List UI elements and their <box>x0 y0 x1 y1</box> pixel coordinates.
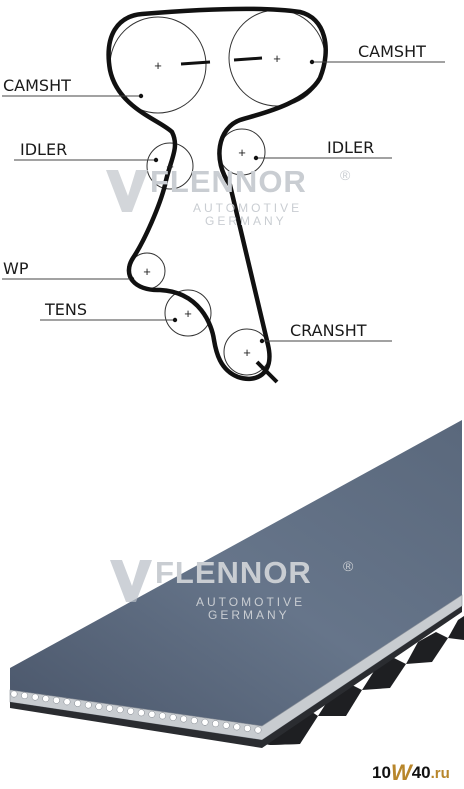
belt-cord-dot <box>180 715 188 723</box>
belt-cord-dot <box>222 721 230 729</box>
camshaft-right-timing-mark <box>233 56 263 62</box>
leader-dot-crankshaft <box>259 338 265 344</box>
label-crankshaft: CRANSHT <box>290 321 367 340</box>
watermark-bottom-logo-icon <box>110 560 152 602</box>
watermark-bottom-line1: AUTOMOTIVE <box>196 595 305 609</box>
watermark-bottom-line2: GERMANY <box>208 608 290 622</box>
idler-left-center-marker: + <box>166 159 174 174</box>
watermark-top-line1: AUTOMOTIVE <box>193 201 302 215</box>
watermark-bottom-registered: ® <box>343 558 354 574</box>
watermark-bottom-brand: FLENNOR <box>155 555 312 590</box>
timing-belt-path <box>106 6 328 382</box>
belt-cord-dot <box>212 720 220 728</box>
watermark-bottom: FLENNOR ® AUTOMOTIVE GERMANY <box>110 555 354 622</box>
belt-cord-dot <box>52 696 60 704</box>
belt-cord-dot <box>84 701 92 709</box>
label-camshaft-right: CAMSHT <box>358 42 426 61</box>
site-logo-badge: 10 W 40 .ru <box>370 760 452 785</box>
watermark-top-line2: GERMANY <box>205 214 287 228</box>
belt-cords <box>10 690 262 734</box>
belt-cord-dot <box>116 706 124 714</box>
site-logo-part-d: .ru <box>430 764 450 782</box>
belt-cord-dot <box>10 690 18 698</box>
leader-dot-idler-right <box>253 155 259 161</box>
belt-cord-dot <box>74 699 82 707</box>
label-water-pump: WP <box>3 259 29 278</box>
tensioner-center-marker: + <box>184 306 192 321</box>
leader-dot-camshaft-right <box>309 59 315 65</box>
watermark-top-logo-icon <box>106 170 148 212</box>
belt-cord-dot <box>233 723 241 731</box>
belt-cord-dot <box>137 709 145 717</box>
camshaft-right-center-marker: + <box>273 51 281 66</box>
timing-belt-illustration <box>9 420 464 748</box>
label-idler-left: IDLER <box>20 140 67 159</box>
belt-top-surface <box>10 420 462 726</box>
tensioner-pulley <box>164 289 212 337</box>
belt-cord-dot <box>63 698 71 706</box>
site-logo-part-b: W <box>390 760 412 785</box>
idler-left-pulley <box>146 142 194 190</box>
water-pump-center-marker: + <box>143 264 151 279</box>
crankshaft-timing-mark <box>255 360 279 384</box>
belt-cord-dot <box>31 693 39 701</box>
watermark-top-brand: FLENNOR <box>150 164 307 199</box>
belt-cord-dot <box>190 717 198 725</box>
camshaft-left-timing-mark <box>180 60 211 66</box>
belt-cord-dot <box>106 704 113 712</box>
label-idler-right: IDLER <box>327 138 374 157</box>
belt-cord-dot <box>254 726 262 734</box>
label-tensioner: TENS <box>44 300 87 319</box>
belt-cord-dot <box>42 695 50 703</box>
leader-dot-tensioner <box>172 317 178 323</box>
site-logo-part-c: 40 <box>411 763 431 782</box>
label-camshaft-left: CAMSHT <box>3 76 71 95</box>
belt-cord-dot <box>127 707 135 715</box>
leader-dot-camshaft-left <box>138 93 144 99</box>
leader-dot-water-pump <box>129 276 135 282</box>
belt-cord-dot <box>148 710 156 718</box>
camshaft-left-center-marker: + <box>154 58 162 73</box>
belt-cord-dot <box>169 714 177 721</box>
belt-cord-dot <box>159 712 166 720</box>
belt-routing-diagram: + + + + + + + CAMSHT CAMSHT IDLER <box>2 6 445 384</box>
site-logo-part-a: 10 <box>372 763 391 782</box>
belt-cord-dot <box>95 703 103 710</box>
watermark-top-registered: ® <box>340 167 351 183</box>
belt-cord-dot <box>201 718 209 726</box>
leader-dot-idler-left <box>153 157 159 163</box>
idler-right-center-marker: + <box>238 145 246 160</box>
watermark-top: FLENNOR ® AUTOMOTIVE GERMANY <box>106 164 351 228</box>
belt-cord-dot <box>243 724 251 732</box>
belt-cord-dot <box>21 692 29 700</box>
crankshaft-center-marker: + <box>243 345 251 360</box>
